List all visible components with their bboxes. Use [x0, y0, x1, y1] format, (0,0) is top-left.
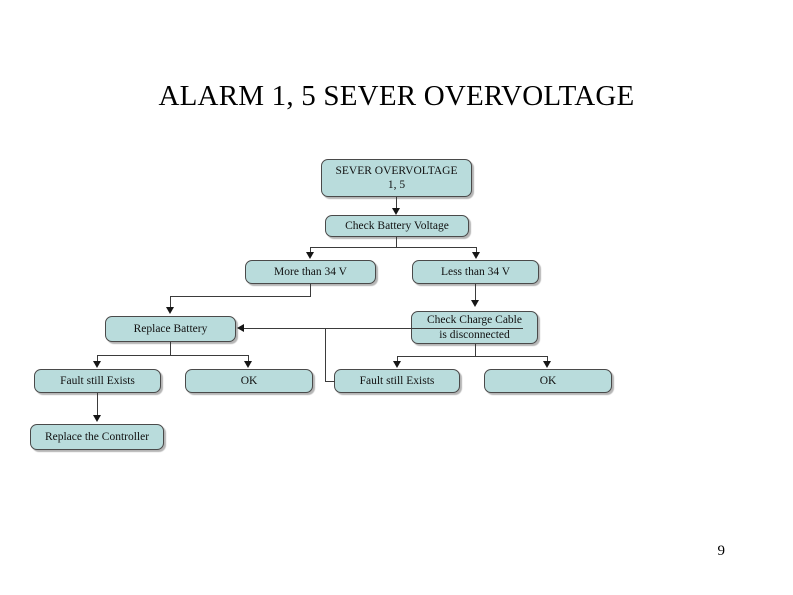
edge-more-34v-drop [310, 284, 312, 297]
edge-feedback-tail [244, 328, 326, 330]
node-ok-right[interactable]: OK [484, 369, 612, 393]
node-label: OK [240, 374, 258, 387]
node-label-line1: SEVER OVERVOLTAGE [335, 164, 458, 177]
node-replace-the-controller[interactable]: Replace the Controller [30, 424, 164, 450]
node-more-than-34v[interactable]: More than 34 V [245, 260, 376, 284]
edge-check-voltage-drop [396, 237, 398, 248]
node-label: Replace Battery [133, 322, 208, 335]
node-label-line1: Check Charge Cable [427, 314, 522, 327]
arrowhead-ok-left [244, 361, 252, 368]
edge-replace-battery-split-bar [97, 355, 249, 357]
arrowhead-replace-the-controller [93, 415, 101, 422]
edge-to-less-than-34v [476, 247, 478, 253]
node-label: Check Battery Voltage [345, 219, 449, 232]
edge-check-cable-drop [475, 344, 477, 357]
edge-to-more-than-34v [310, 247, 312, 253]
node-check-battery-voltage[interactable]: Check Battery Voltage [325, 215, 469, 237]
arrowhead-check-charge-cable [471, 300, 479, 307]
arrowhead-fault-still-exists-left [93, 361, 101, 368]
node-label: More than 34 V [274, 265, 347, 278]
edge-replace-battery-drop [170, 342, 172, 356]
node-label: Fault still Exists [60, 374, 135, 387]
arrowhead-more-than-34v [306, 252, 314, 259]
edge-root-to-check-voltage [396, 197, 398, 208]
node-label: Fault still Exists [359, 374, 435, 387]
edge-check-cable-split-bar [397, 356, 548, 358]
node-fault-still-exists-left[interactable]: Fault still Exists [34, 369, 161, 393]
arrowhead-replace-battery [166, 307, 174, 314]
arrowhead-feedback-replace-battery [237, 324, 244, 332]
edge-to-fault-left [97, 355, 99, 362]
edge-feedback-riser [325, 328, 327, 381]
edge-to-ok-left [248, 355, 250, 362]
arrowhead-check-voltage [392, 208, 400, 215]
edge-less-34v-to-check-cable [475, 284, 477, 300]
node-fault-still-exists-right[interactable]: Fault still Exists [334, 369, 460, 393]
edge-fault-left-to-replace-controller [97, 393, 99, 415]
node-replace-battery[interactable]: Replace Battery [105, 316, 236, 342]
edge-voltage-split-bar [310, 247, 477, 249]
page-title: ALARM 1, 5 SEVER OVERVOLTAGE [158, 80, 635, 112]
node-label-line2: is disconnected [439, 328, 510, 341]
arrowhead-less-than-34v [472, 252, 480, 259]
edge-more-34v-into-replace-battery [170, 296, 172, 308]
edge-to-fault-right [397, 356, 399, 362]
node-label: Replace the Controller [44, 430, 150, 443]
edge-feedback-stub-to-fault-right [325, 381, 335, 383]
edge-more-34v-across [170, 296, 311, 298]
node-ok-left[interactable]: OK [185, 369, 313, 393]
node-label: Less than 34 V [440, 265, 511, 278]
arrowhead-ok-right [543, 361, 551, 368]
node-label: OK [539, 374, 557, 387]
page-number: 9 [717, 543, 726, 559]
node-sever-overvoltage[interactable]: SEVER OVERVOLTAGE 1, 5 [321, 159, 472, 197]
node-check-charge-cable[interactable]: Check Charge Cable is disconnected [411, 311, 538, 344]
arrowhead-fault-still-exists-right [393, 361, 401, 368]
edge-to-ok-right [547, 356, 549, 362]
node-label-line2: 1, 5 [387, 179, 406, 191]
node-less-than-34v[interactable]: Less than 34 V [412, 260, 539, 284]
edge-feedback-across [325, 328, 523, 330]
